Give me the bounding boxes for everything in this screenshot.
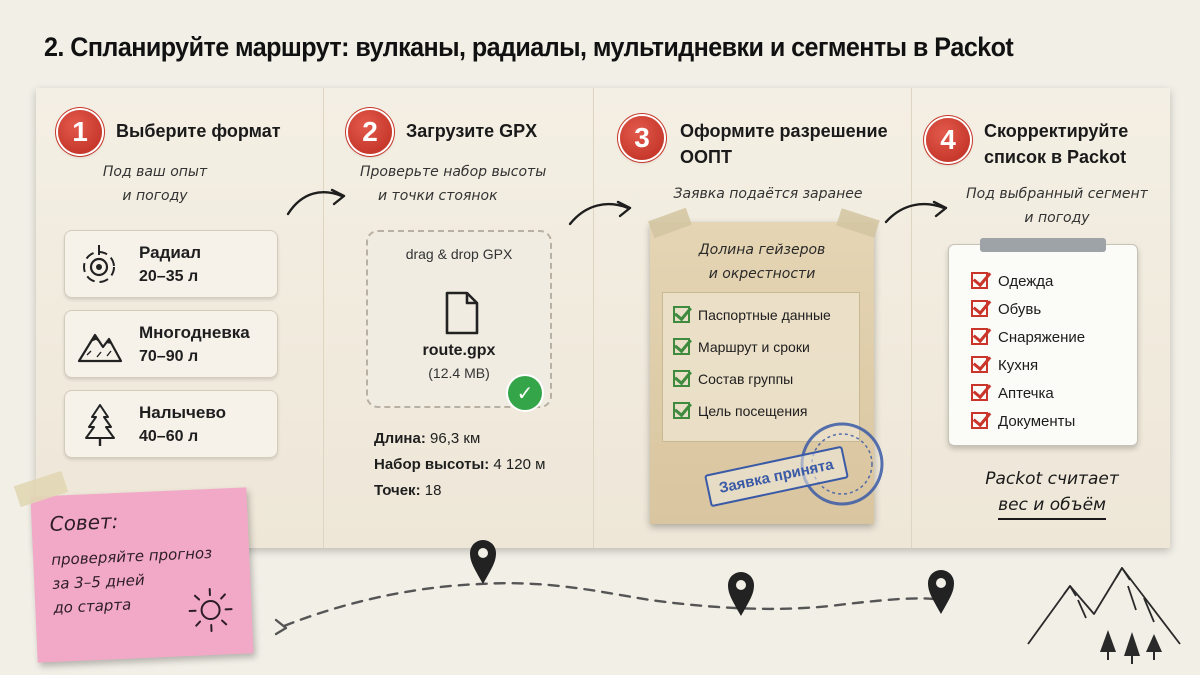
red-checkbox-icon: [971, 299, 988, 317]
packot-caption: Packot считает вес и объём: [952, 466, 1152, 520]
checklist-item[interactable]: Одежда: [971, 271, 1053, 291]
green-checkbox-icon: [673, 401, 690, 419]
step-number-badge: 3: [620, 116, 664, 160]
red-checkbox-icon: [971, 383, 988, 401]
step-number-badge: 4: [926, 118, 970, 162]
arrow-icon: [568, 200, 632, 226]
arrow-icon: [884, 200, 948, 224]
green-checkbox-icon: [673, 305, 690, 323]
route-path: [274, 582, 944, 636]
drop-hint: drag & drop GPX: [405, 246, 513, 262]
clipboard-clip: [980, 238, 1106, 252]
step-number-badge: 1: [58, 110, 102, 154]
format-name: Многодневка: [139, 323, 250, 342]
permit-item: Паспортные данные: [673, 305, 831, 325]
green-checkbox-icon: [673, 337, 690, 355]
format-name: Радиал: [139, 243, 202, 262]
tip-heading: Совет:: [49, 508, 119, 536]
check-circle-icon: ✓: [508, 376, 542, 410]
page-title: 2. Спланируйте маршрут: вулканы, радиалы…: [44, 32, 1014, 62]
map-pin-icon: [928, 570, 954, 614]
radial-target-icon: [83, 245, 115, 283]
checklist-item[interactable]: Обувь: [971, 299, 1041, 319]
step-number-badge: 2: [348, 110, 392, 154]
route-stat-points: Точек: 18: [374, 482, 442, 499]
red-checkbox-icon: [971, 411, 988, 429]
mountains-sketch-icon: [1027, 567, 1181, 664]
map-pin-icon: [470, 540, 496, 584]
file-size: (12.4 MB): [428, 365, 490, 381]
sun-icon: [188, 588, 233, 633]
format-volume: 40–60 л: [139, 428, 199, 445]
format-card-multiday[interactable]: Многодневка 70–90 л: [64, 310, 278, 378]
file-name: route.gpx: [422, 342, 496, 359]
step-title: Загрузите GPX: [406, 121, 538, 141]
map-pin-icon: [728, 572, 754, 616]
mountain-icon: [77, 333, 123, 363]
format-volume: 20–35 л: [139, 268, 199, 285]
red-checkbox-icon: [971, 327, 988, 345]
permit-item: Маршрут и сроки: [673, 337, 810, 357]
route-stat-length: Длина: 96,3 км: [374, 430, 481, 447]
checklist-item[interactable]: Документы: [971, 411, 1075, 431]
permit-checklist: Паспортные данные Маршрут и сроки Состав…: [662, 292, 860, 442]
checklist-item[interactable]: Снаряжение: [971, 327, 1085, 347]
packing-checklist: Одежда Обувь Снаряжение Кухня Аптечка До…: [948, 244, 1138, 446]
checklist-item[interactable]: Аптечка: [971, 383, 1054, 403]
arrow-icon: [286, 188, 346, 216]
pine-tree-icon: [85, 404, 115, 446]
red-checkbox-icon: [971, 271, 988, 289]
route-stat-elevation: Набор высоты: 4 120 м: [374, 456, 546, 473]
red-checkbox-icon: [971, 355, 988, 373]
format-volume: 70–90 л: [139, 348, 199, 365]
file-icon: [445, 291, 479, 335]
permit-item: Цель посещения: [673, 401, 807, 421]
green-checkbox-icon: [673, 369, 690, 387]
format-card-radial[interactable]: Радиал 20–35 л: [64, 230, 278, 298]
permit-item: Состав группы: [673, 369, 793, 389]
format-card-nalychevo[interactable]: Налычево 40–60 л: [64, 390, 278, 458]
step-note: Заявка подаётся заранее: [673, 186, 863, 202]
format-name: Налычево: [139, 403, 226, 422]
step-title: Выберите формат: [116, 121, 281, 141]
checklist-item[interactable]: Кухня: [971, 355, 1038, 375]
